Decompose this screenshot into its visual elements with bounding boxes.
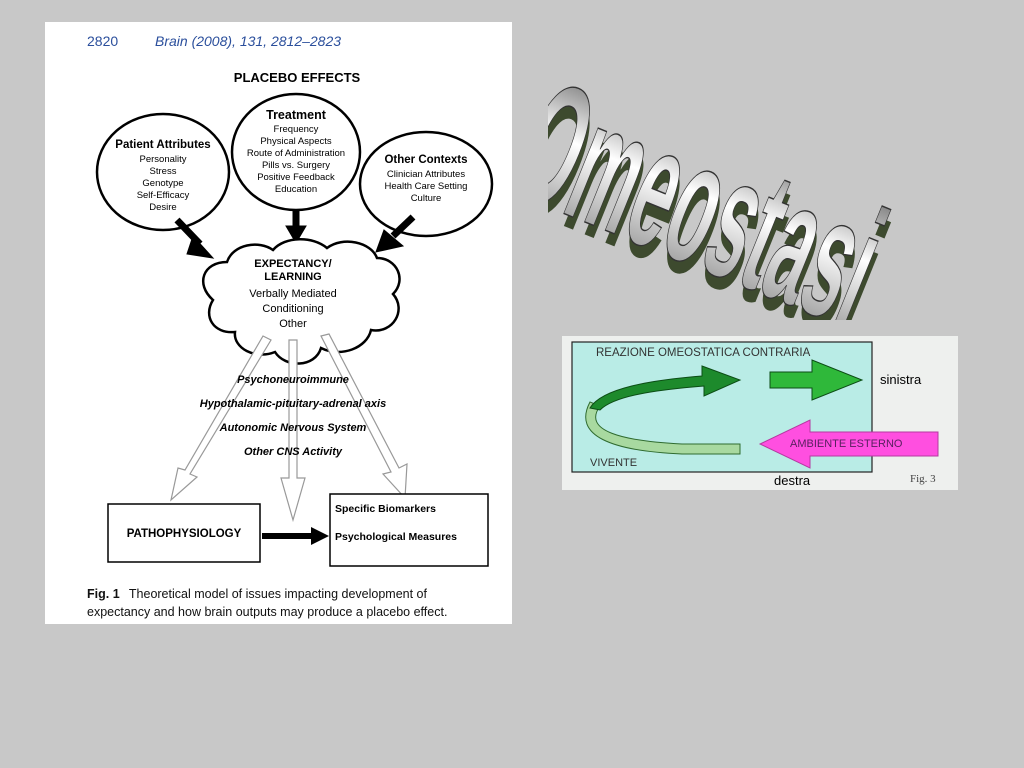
caption-label: Fig. 1 [87,587,120,601]
pathway-label: Hypothalamic-pituitary-adrenal axis [200,398,386,410]
caption-line2: expectancy and how brain outputs may pro… [87,605,447,619]
diagram-title: PLACEBO EFFECTS [234,70,361,85]
brain-title-line1: EXPECTANCY/ [254,258,331,270]
output-arrows [170,333,408,523]
pathophysiology-box [107,503,261,563]
patient-attr-item: Genotype [142,178,183,189]
pathophysiology-label: PATHOPHYSIOLOGY [127,528,242,540]
outcome-item: Specific Biomarkers [335,503,436,515]
omeostasi-title-art: Omeostasi Omeostasi [548,0,948,320]
treatment-item: Positive Feedback [257,172,335,183]
brain-outline [202,238,401,365]
pathway-label: Other CNS Activity [244,446,343,458]
treatment-item: Physical Aspects [260,136,332,147]
brain-title-line2: LEARNING [264,271,321,283]
brain-item: Verbally Mediated [249,288,336,300]
fig3-label: Fig. 3 [910,473,936,485]
placebo-figure-panel: 2820 Brain (2008), 131, 2812–2823 PLACEB… [45,22,512,624]
patient-attr-item: Desire [149,202,176,213]
other-contexts-item: Culture [411,193,442,204]
sinistra-label: sinistra [880,372,922,387]
other-contexts-item: Clinician Attributes [387,169,465,180]
patient-attributes-circle [95,112,231,232]
patient-attr-item: Stress [150,166,177,177]
cycle-arrow-dark [589,365,742,411]
treatment-item: Route of Administration [247,148,345,159]
patient-attr-item: Self-Efficacy [137,190,190,201]
brain-item: Other [279,318,307,330]
environment-label: AMBIENTE ESTERNO [790,438,903,450]
outcome-item: Psychological Measures [335,531,457,543]
organism-label: VIVENTE [590,457,637,469]
other-contexts-item: Health Care Setting [385,181,468,192]
patient-attributes-title: Patient Attributes [115,139,210,151]
patient-attr-item: Personality [140,154,187,165]
result-arrow [262,527,329,545]
other-contexts-title: Other Contexts [384,154,467,166]
other-contexts-circle [358,130,494,238]
pathway-label: Autonomic Nervous System [219,422,367,434]
cycle-arrow-light [585,401,741,455]
treatment-title: Treatment [266,108,327,122]
environment-arrow [758,419,939,469]
journal-citation: Brain (2008), 131, 2812–2823 [155,33,341,49]
caption-line1: Theoretical model of issues impacting de… [129,587,428,601]
outcomes-box [329,493,489,567]
pathway-label: Psychoneuroimmune [237,374,349,386]
svg-text:Fig. 1 Theoretical model: Fig. 1 Theoretical model of issues impac… [87,587,428,601]
output-arrow [769,359,864,401]
reaction-label: REAZIONE OMEOSTATICA CONTRARIA [596,347,811,359]
treatment-item: Pills vs. Surgery [262,160,330,171]
treatment-item: Education [275,184,317,195]
page-number: 2820 [87,33,118,49]
brain-item: Conditioning [262,303,323,315]
input-arrows [174,210,416,259]
treatment-item: Frequency [274,124,319,135]
destra-label: destra [774,473,811,488]
homeostasis-figure-panel: REAZIONE OMEOSTATICA CONTRARIA VIVENTE s… [562,336,958,490]
